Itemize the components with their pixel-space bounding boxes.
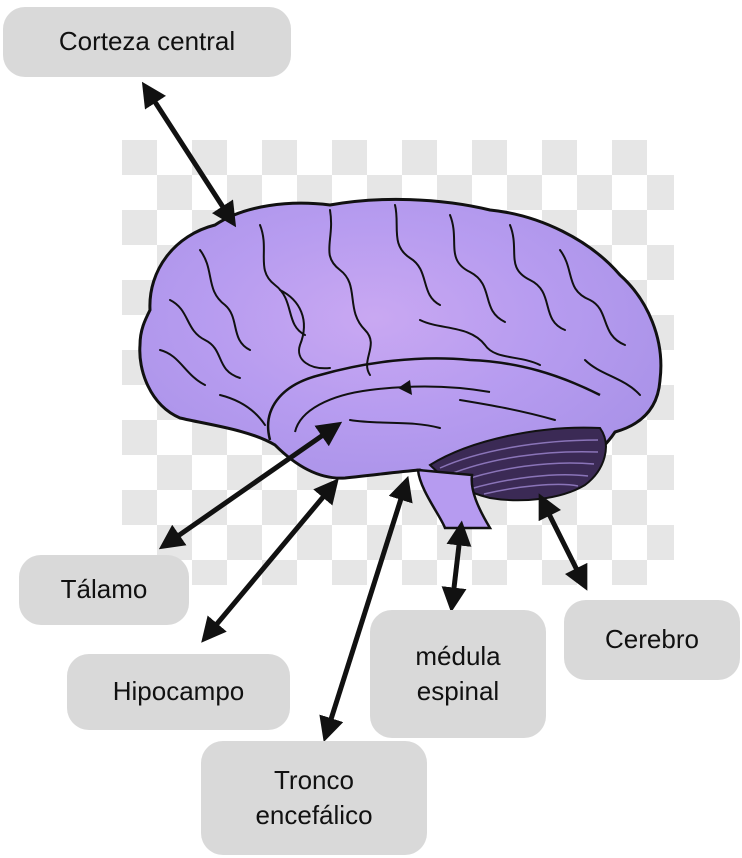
label-cerebro: Cerebro [564,600,740,680]
label-hipocampo-text: Hipocampo [113,674,245,709]
label-hipocampo: Hipocampo [67,654,290,730]
label-corteza-central-text: Corteza central [59,24,235,59]
label-tronco-line2: encefálico [255,798,372,833]
label-medula-line2: espinal [417,674,499,709]
label-corteza-central: Corteza central [3,7,291,77]
label-medula-espinal: médula espinal [370,610,546,738]
label-tronco-encefalico: Tronco encefálico [201,741,427,855]
label-medula-line1: médula [415,639,500,674]
label-tronco-line1: Tronco [274,763,354,798]
label-talamo: Tálamo [19,555,189,625]
label-cerebro-text: Cerebro [605,622,699,657]
label-talamo-text: Tálamo [61,572,148,607]
